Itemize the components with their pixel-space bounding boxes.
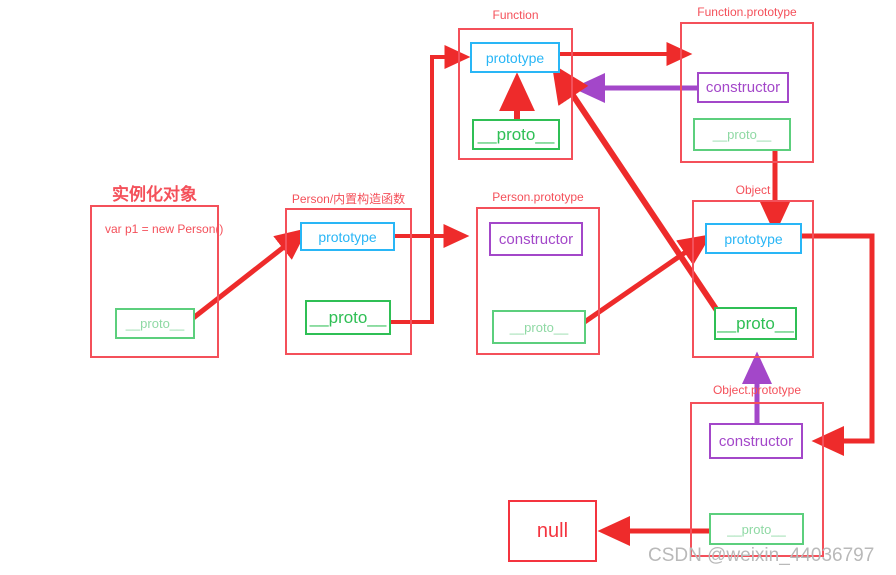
group-object[interactable] (692, 200, 814, 358)
person-prototype-constructor-slot[interactable]: constructor (489, 222, 583, 256)
group-instance[interactable] (90, 205, 219, 358)
group-instance-title: 实例化对象 (112, 185, 197, 204)
group-person-prototype-title: Person.prototype (492, 190, 584, 204)
object-prototype-constructor-slot[interactable]: constructor (709, 423, 803, 459)
group-function[interactable] (458, 28, 573, 160)
group-function-prototype-title: Function.prototype (697, 5, 797, 19)
group-object-prototype[interactable] (690, 402, 824, 557)
group-person[interactable] (285, 208, 412, 355)
watermark-text: CSDN @weixin_44036797 (648, 545, 875, 566)
group-object-title: Object (735, 183, 771, 197)
object-proto-slot[interactable]: __proto__ (714, 307, 797, 340)
function-proto-slot[interactable]: __proto__ (472, 119, 560, 150)
null-node[interactable]: null (508, 500, 597, 562)
instance-proto-slot[interactable]: __proto__ (115, 308, 195, 339)
function-prototype-proto-slot[interactable]: __proto__ (693, 118, 791, 151)
person-prototype-slot[interactable]: prototype (300, 222, 395, 251)
group-person-title: Person/内置构造函数 (291, 192, 406, 206)
function-prototype-constructor-slot[interactable]: constructor (697, 72, 789, 103)
group-function-prototype[interactable] (680, 22, 814, 163)
group-function-title: Function (492, 8, 539, 22)
function-prototype-slot[interactable]: prototype (470, 42, 560, 73)
person-proto-slot[interactable]: __proto__ (305, 300, 391, 335)
group-object-prototype-title: Object.prototype (712, 383, 802, 397)
person-prototype-proto-slot[interactable]: __proto__ (492, 310, 586, 344)
instance-code-line: var p1 = new Person() (105, 222, 224, 236)
object-prototype-proto-slot[interactable]: __proto__ (709, 513, 804, 545)
object-prototype-slot[interactable]: prototype (705, 223, 802, 254)
group-person-prototype[interactable] (476, 207, 600, 355)
